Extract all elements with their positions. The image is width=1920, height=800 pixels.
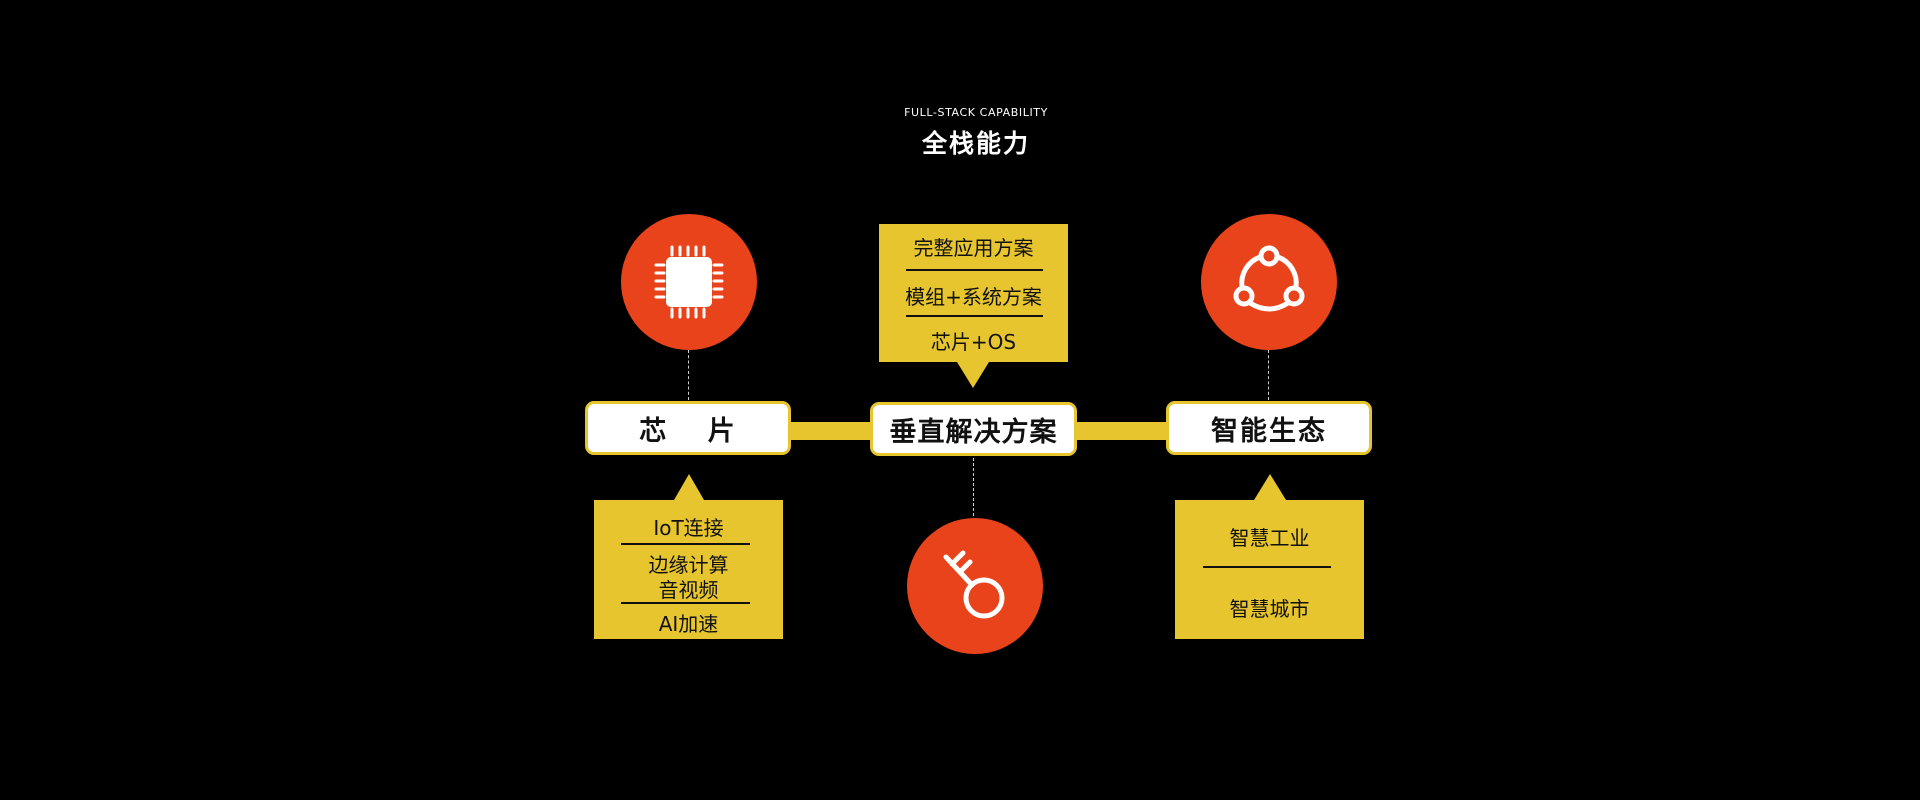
chip-item-1: IoT连接	[653, 516, 724, 540]
chip-item-2: 边缘计算	[648, 553, 729, 577]
chip-item-4: AI加速	[658, 612, 719, 636]
node-chip: 芯 片	[585, 401, 791, 455]
dashed-connector-vertical	[973, 458, 974, 516]
section-title: 全栈能力	[921, 129, 1030, 158]
vertical-item-3: 芯片+OS	[930, 330, 1017, 354]
share-network-icon	[1233, 245, 1305, 312]
eco-item-2: 智慧城市	[1229, 597, 1310, 621]
chip-item-3: 音视频	[658, 578, 719, 602]
chip-icon	[654, 245, 724, 319]
divider	[906, 315, 1043, 317]
vertical-item-2: 模组+系统方案	[905, 285, 1042, 309]
dashed-connector-ecosystem	[1268, 350, 1269, 400]
node-vertical-solution: 垂直解决方案	[870, 402, 1077, 456]
divider	[621, 543, 750, 545]
vertical-solution-callout: 完整应用方案 模组+系统方案 芯片+OS	[879, 224, 1068, 388]
divider	[906, 269, 1043, 271]
key-icon	[943, 550, 1005, 619]
divider	[1203, 566, 1331, 568]
callout-pointer	[1254, 474, 1286, 500]
vertical-item-1: 完整应用方案	[913, 236, 1034, 260]
chip-callout: IoT连接 边缘计算 音视频 AI加速	[594, 474, 783, 639]
node-ecosystem: 智能生态	[1166, 401, 1372, 455]
callout-pointer	[957, 362, 989, 388]
divider	[621, 602, 750, 604]
section-subtitle: FULL-STACK CAPABILITY	[904, 106, 1048, 119]
callout-pointer	[674, 474, 704, 500]
vertical-circle	[907, 518, 1043, 654]
ecosystem-circle	[1201, 214, 1337, 350]
ecosystem-callout: 智慧工业 智慧城市	[1175, 474, 1364, 639]
dashed-connector-chip	[688, 350, 689, 400]
eco-item-1: 智慧工业	[1229, 526, 1310, 550]
chip-circle	[621, 214, 757, 350]
